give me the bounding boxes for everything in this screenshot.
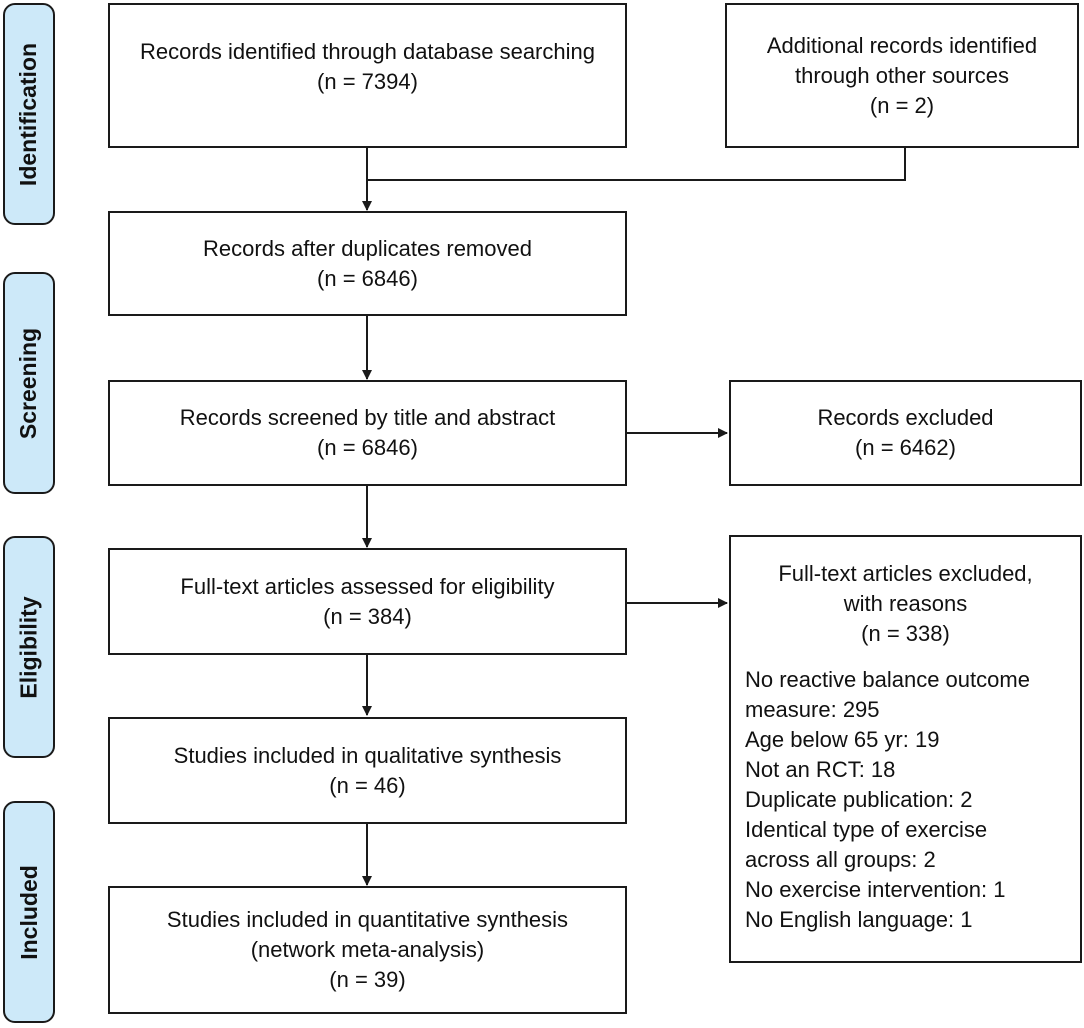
- phase-identification-text: Identification: [15, 42, 42, 186]
- box-records-excluded-title: Records excluded: [817, 405, 994, 430]
- phase-screening-text: Screening: [15, 327, 42, 439]
- phase-eligibility-label: Eligibility: [3, 536, 55, 758]
- list-item: No reactive balance outcome: [745, 667, 1030, 692]
- box-database-searching: Records identified through database sear…: [108, 3, 627, 148]
- box-fulltext-assessed-count: (n = 384): [323, 603, 412, 629]
- box-fulltext-excluded-count: (n = 338): [861, 621, 950, 646]
- box-quantitative-title: Studies included in quantitative synthes…: [166, 907, 569, 932]
- list-item: No English language: 1: [745, 907, 973, 932]
- box-fulltext-assessed-title: Full-text articles assessed for eligibil…: [180, 573, 555, 599]
- box-duplicates-removed-title: Records after duplicates removed: [203, 235, 532, 261]
- box-other-sources-count: (n = 2): [869, 92, 935, 118]
- box-fulltext-excluded: Full-text articles excluded, with reason…: [729, 535, 1082, 963]
- box-screened-count: (n = 6846): [317, 435, 418, 460]
- box-quantitative-synthesis: Studies included in quantitative synthes…: [108, 886, 627, 1014]
- box-screened-title: Records screened by title and abstract: [179, 405, 556, 430]
- box-other-sources: Additional records identified through ot…: [725, 3, 1079, 148]
- phase-eligibility-text: Eligibility: [15, 595, 42, 699]
- box-records-excluded: Records excluded (n = 6462): [729, 380, 1082, 486]
- box-other-sources-line2: through other sources: [794, 62, 1010, 88]
- connector-other-sources-join: [367, 148, 906, 181]
- box-quantitative-subtitle: (network meta-analysis): [250, 937, 485, 962]
- list-item: No exercise intervention: 1: [745, 877, 1006, 902]
- box-other-sources-line1: Additional records identified: [766, 32, 1038, 58]
- box-qualitative-title: Studies included in qualitative synthesi…: [173, 742, 562, 768]
- phase-identification-label: Identification: [3, 3, 55, 225]
- list-item: Not an RCT: 18: [745, 757, 896, 782]
- box-database-title: Records identified through database sear…: [140, 39, 595, 64]
- box-duplicates-removed: Records after duplicates removed (n = 68…: [108, 211, 627, 316]
- list-item: Identical type of exercise: [745, 817, 988, 842]
- box-fulltext-excluded-line1: Full-text articles excluded,: [778, 561, 1033, 586]
- box-fulltext-assessed: Full-text articles assessed for eligibil…: [108, 548, 627, 655]
- box-qualitative-count: (n = 46): [329, 772, 406, 798]
- list-item: Age below 65 yr: 19: [745, 727, 940, 752]
- box-fulltext-excluded-header: Full-text articles excluded, with reason…: [731, 559, 1080, 649]
- box-database-count: (n = 7394): [317, 69, 418, 94]
- box-duplicates-removed-count: (n = 6846): [317, 265, 418, 291]
- list-item: across all groups: 2: [745, 847, 936, 872]
- phase-screening-label: Screening: [3, 272, 55, 494]
- box-quantitative-count: (n = 39): [329, 967, 406, 992]
- box-qualitative-synthesis: Studies included in qualitative synthesi…: [108, 717, 627, 824]
- list-item: measure: 295: [745, 697, 880, 722]
- phase-included-label: Included: [3, 801, 55, 1023]
- exclusion-reasons-list: No reactive balance outcome measure: 295…: [731, 665, 1080, 935]
- list-item: Duplicate publication: 2: [745, 787, 973, 812]
- box-records-excluded-count: (n = 6462): [855, 435, 956, 460]
- phase-included-text: Included: [15, 864, 42, 960]
- box-screened: Records screened by title and abstract (…: [108, 380, 627, 486]
- box-fulltext-excluded-line2: with reasons: [843, 591, 968, 616]
